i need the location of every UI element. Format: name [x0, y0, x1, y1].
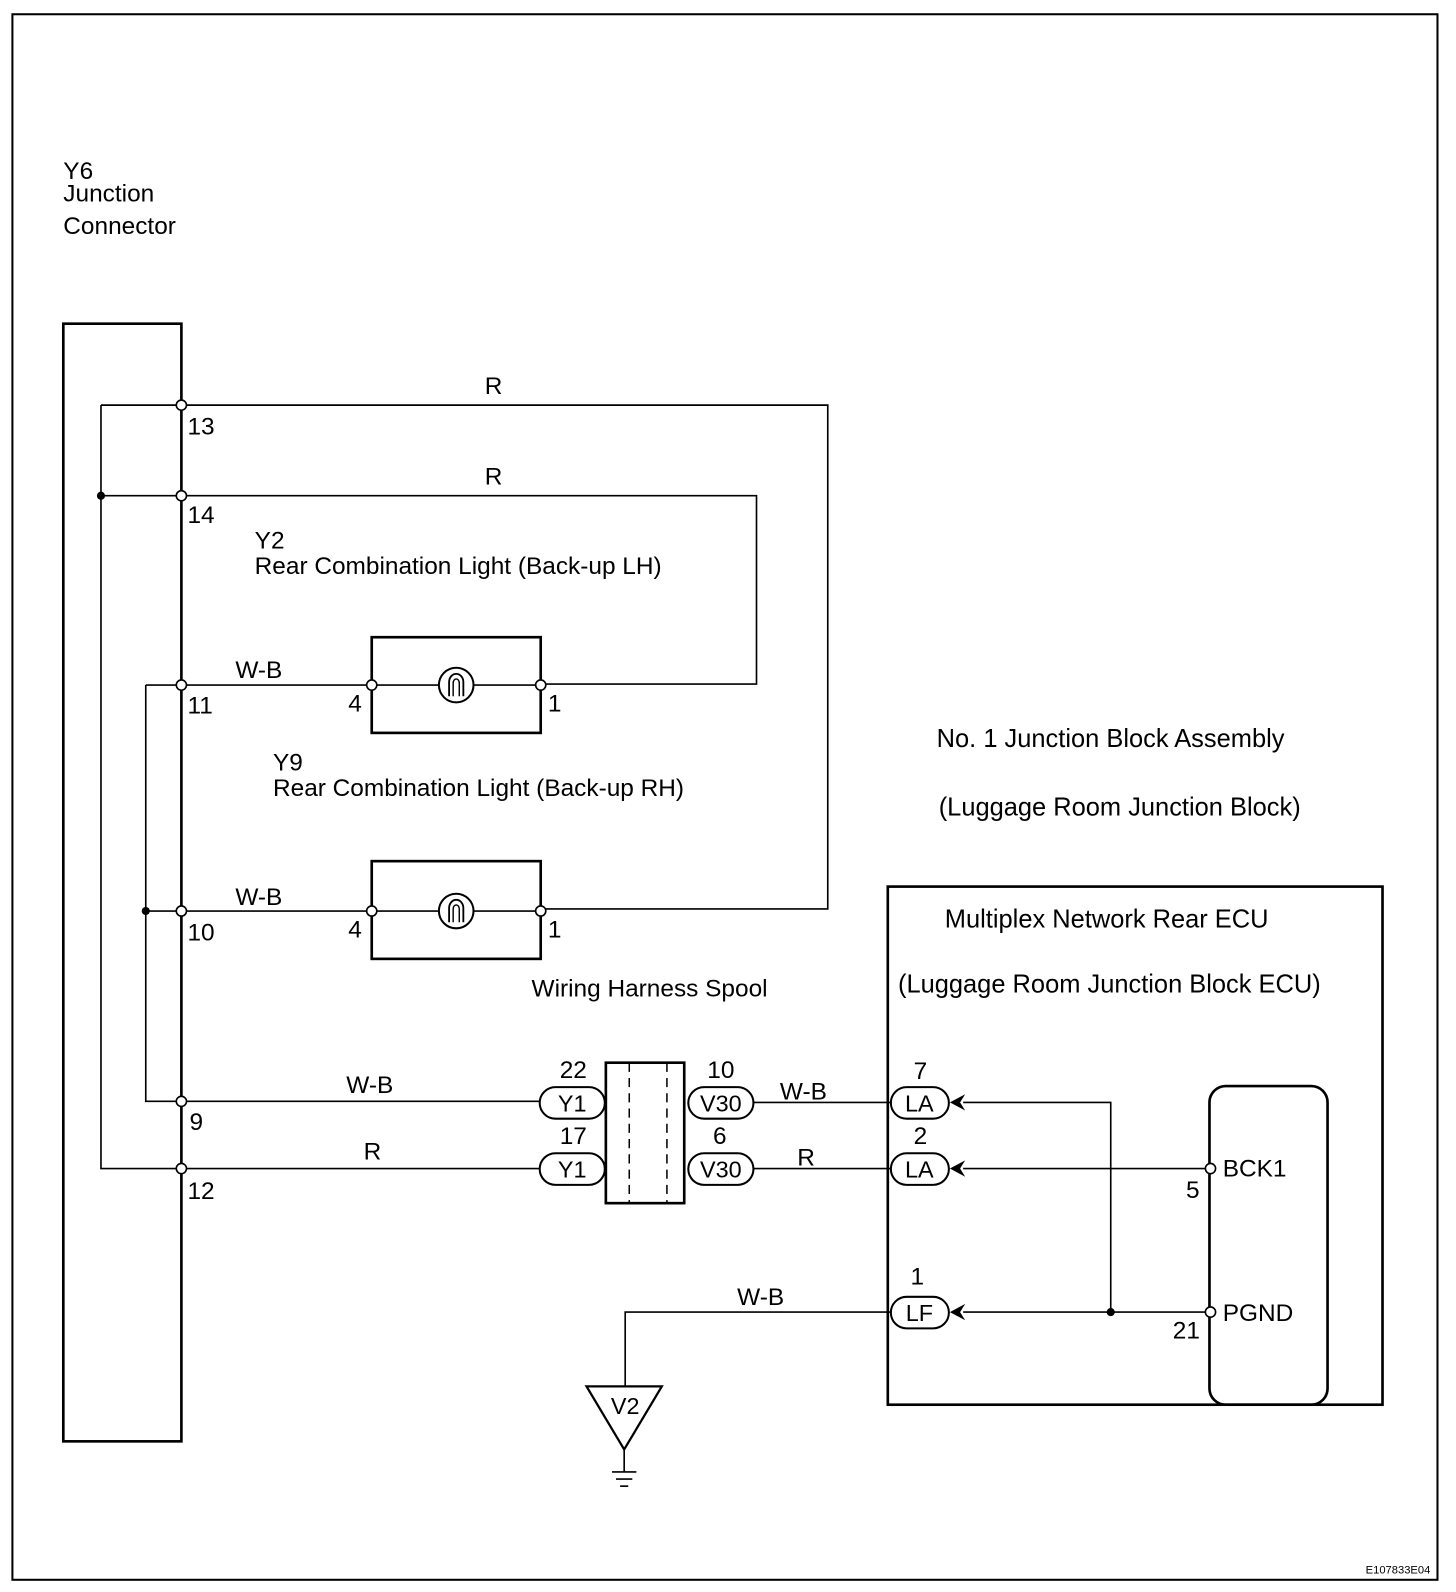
- y2-pin-1: [534, 679, 547, 691]
- ecu-subtitle: (Luggage Room Junction Block ECU): [898, 970, 1321, 998]
- splice-dot-r: [96, 491, 106, 500]
- wire-left-bus-r: [100, 405, 540, 1170]
- lf-code: LF: [906, 1300, 933, 1326]
- wire-label-wb-ground: W-B: [737, 1284, 784, 1311]
- bck1-pin: [1204, 1162, 1217, 1175]
- y6-pin-9-label: 9: [190, 1109, 204, 1136]
- y6-pin-14: [175, 489, 188, 502]
- y6-pin-11: [175, 679, 188, 691]
- y6-pin-14-label: 14: [187, 502, 214, 529]
- lf-terminal-icon: [949, 1303, 966, 1321]
- pgnd-pin-label: 21: [1173, 1318, 1200, 1345]
- v30-pin-6-label: 6: [713, 1123, 727, 1150]
- y9-name: Rear Combination Light (Back-up RH): [273, 775, 684, 802]
- la-upper-terminal-icon: [949, 1094, 966, 1111]
- y6-pin-9: [175, 1095, 188, 1108]
- y1-code-upper: Y1: [558, 1091, 587, 1117]
- y6-pins: 13 14 11 10 9 12: [175, 399, 215, 1205]
- junction-block-subtitle: (Luggage Room Junction Block): [939, 793, 1301, 821]
- y1-connector-lower: [538, 1152, 606, 1186]
- y6-connector-body: [61, 322, 183, 1443]
- ground-point-symbol: [584, 1385, 664, 1452]
- y2-rear-combination-light-lh: Y2 Rear Combination Light (Back-up LH) 4…: [255, 528, 662, 735]
- ecu-splice-dot: [1106, 1308, 1115, 1317]
- junction-block-title: No. 1 Junction Block Assembly: [937, 725, 1285, 753]
- wire-label-r-second: R: [485, 464, 503, 491]
- pgnd-label: PGND: [1223, 1300, 1294, 1327]
- y1-pin-17-label: 17: [560, 1123, 587, 1150]
- figure-id: E107833E04: [1366, 1565, 1431, 1577]
- ecu-internal-wire-la7: [963, 1101, 1112, 1313]
- ecu-body: [886, 885, 1384, 1407]
- y2-pin-4-label: 4: [348, 691, 362, 718]
- wire-label-wb-y9: W-B: [235, 884, 282, 911]
- y6-pin-12-label: 12: [187, 1178, 214, 1205]
- la-pin-2-label: 2: [914, 1123, 928, 1150]
- wire-pin13-to-y9: [100, 404, 829, 910]
- y2-pin-1-label: 1: [548, 691, 562, 718]
- y6-pin-12: [175, 1162, 188, 1175]
- y6-code: Y6: [63, 158, 93, 185]
- y1-pin-22-label: 22: [560, 1057, 587, 1084]
- bulb-icon: [437, 666, 475, 704]
- bck1-pin-label: 5: [1186, 1177, 1200, 1204]
- y2-name: Rear Combination Light (Back-up LH): [255, 553, 662, 580]
- spool-body: [604, 1061, 686, 1205]
- la-connector-lower: [889, 1152, 950, 1186]
- ecu-title: Multiplex Network Rear ECU: [945, 905, 1269, 933]
- y1-code-lower: Y1: [558, 1157, 587, 1183]
- y6-pin-10-label: 10: [187, 920, 214, 947]
- wire-inner-bus-wb: [144, 685, 540, 1103]
- y2-code: Y2: [255, 528, 285, 555]
- la-pin-7-label: 7: [914, 1058, 928, 1085]
- y9-rear-combination-light-rh: Y9 Rear Combination Light (Back-up RH) 4…: [273, 750, 684, 961]
- v30-code-upper: V30: [700, 1091, 742, 1117]
- wire-label-wb-la7: W-B: [780, 1078, 827, 1105]
- spool-label: Wiring Harness Spool: [532, 976, 768, 1003]
- lf-pin-1-label: 1: [911, 1264, 925, 1291]
- y9-pin-1-label: 1: [548, 916, 562, 943]
- wire-label-r-la2: R: [797, 1144, 815, 1171]
- ground-code: V2: [611, 1393, 640, 1419]
- wire-label-wb-y2: W-B: [235, 657, 282, 684]
- y6-pin-11-label: 11: [187, 693, 212, 720]
- y2-pin-4: [365, 679, 378, 691]
- splice-dot-wb: [141, 906, 150, 916]
- la-connector-upper: [889, 1086, 950, 1120]
- la-code-upper: LA: [905, 1091, 934, 1117]
- la-code-lower: LA: [905, 1157, 934, 1183]
- y9-pin-4-label: 4: [348, 916, 362, 943]
- pgnd-pin: [1204, 1306, 1217, 1318]
- y9-code: Y9: [273, 750, 303, 777]
- wire-label-r-top: R: [485, 373, 503, 400]
- wire-label-r-pin12: R: [364, 1138, 382, 1165]
- bulb-icon: [437, 892, 475, 930]
- wire-label-wb-pin9: W-B: [346, 1072, 393, 1099]
- wiring-harness-spool: Wiring Harness Spool Y1 Y1 22 17 V30 V30…: [532, 976, 768, 1205]
- wire-lf-to-ground: [624, 1311, 891, 1387]
- y6-name-line1: Junction: [63, 181, 154, 208]
- y1-connector-upper: [538, 1086, 606, 1120]
- v30-code-lower: V30: [700, 1157, 742, 1183]
- diagram-frame: [11, 13, 1439, 1581]
- ground-v2: V2: [584, 1385, 664, 1487]
- y6-pin-13: [175, 399, 188, 412]
- la-lower-terminal-icon: [949, 1160, 966, 1177]
- multiplex-network-rear-ecu: Multiplex Network Rear ECU (Luggage Room…: [886, 885, 1384, 1407]
- ground-icon: [611, 1471, 637, 1487]
- ecu-internal-module: [1208, 1084, 1329, 1407]
- y6-pin-10: [175, 905, 188, 917]
- y6-name-line2: Connector: [63, 213, 176, 240]
- v30-pin-10-label: 10: [707, 1057, 734, 1084]
- y9-pin-1: [534, 905, 547, 917]
- y6-junction-connector: Y6 Junction Connector: [61, 158, 183, 1443]
- bck1-label: BCK1: [1223, 1156, 1287, 1183]
- y6-pin-13-label: 13: [187, 414, 214, 441]
- y9-pin-4: [365, 905, 378, 917]
- wire-pin14-to-y2: [100, 494, 758, 685]
